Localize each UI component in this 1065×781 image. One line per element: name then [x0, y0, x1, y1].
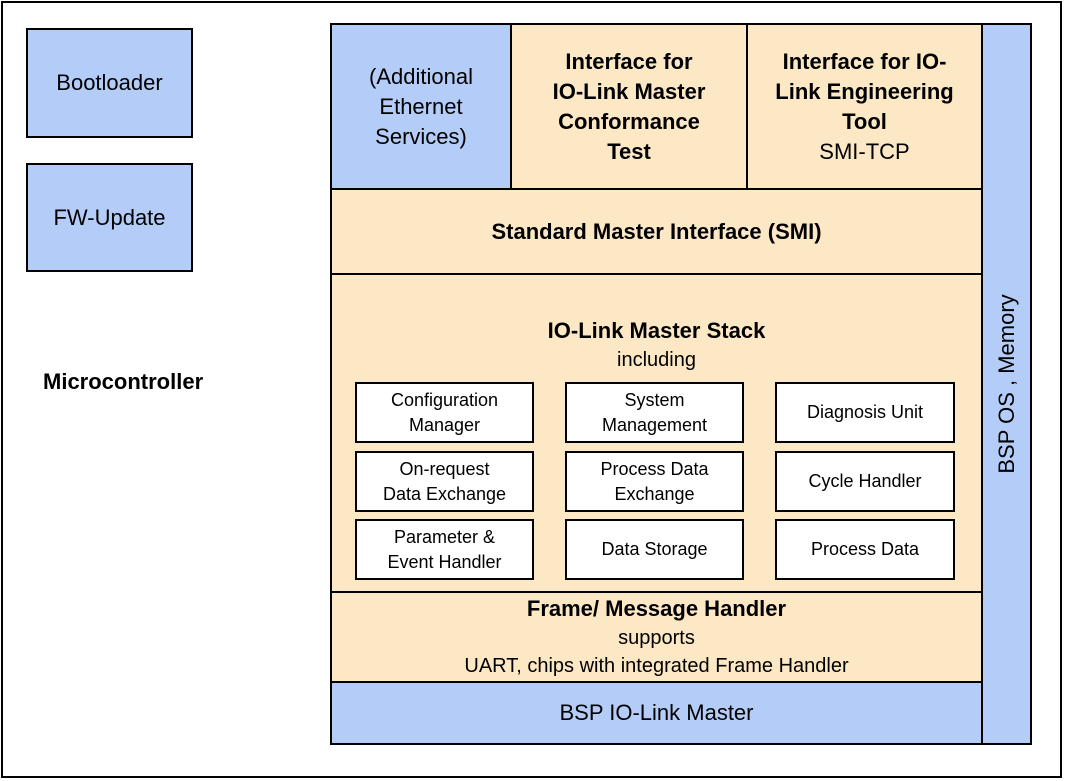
module-text: Diagnosis Unit	[806, 402, 924, 422]
bsp-os-memory-box: BSP OS , Memory	[981, 23, 1032, 745]
fw-update-box: FW-Update	[26, 163, 193, 272]
stack-title: IO-Link Master Stack	[547, 318, 766, 343]
module-configuration-manager: Configuration Manager	[355, 382, 534, 443]
bootloader-box: Bootloader	[26, 28, 193, 138]
smi-box: Standard Master Interface (SMI)	[330, 188, 983, 275]
module-text: Management	[601, 414, 708, 435]
module-process-data-exchange: Process Data Exchange	[565, 451, 744, 512]
bsp-os-memory-label: BSP OS , Memory	[993, 294, 1019, 474]
module-text: Cycle Handler	[808, 471, 922, 491]
module-text: Event Handler	[387, 551, 502, 572]
stack-subtitle: including	[617, 349, 696, 371]
module-text: Data Storage	[601, 539, 708, 559]
engineering-tool-subtitle: SMI-TCP	[819, 138, 910, 164]
module-text: Manager	[408, 414, 481, 435]
bsp-io-link-master-label: BSP IO-Link Master	[559, 700, 754, 725]
conformance-test-line-2: IO-Link Master	[552, 78, 706, 104]
smi-label: Standard Master Interface (SMI)	[491, 218, 822, 244]
engineering-tool-line-3: Tool	[842, 108, 887, 134]
frame-handler-line-2: UART, chips with integrated Frame Handle…	[464, 655, 849, 677]
conformance-test-line-3: Conformance	[558, 108, 700, 134]
conformance-test-line-1: Interface for	[565, 48, 693, 74]
module-text: Exchange	[614, 483, 695, 504]
module-parameter-event-handler: Parameter & Event Handler	[355, 519, 534, 580]
engineering-tool-box: Interface for IO- Link Engineering Tool …	[746, 23, 983, 190]
engineering-tool-line-2: Link Engineering	[775, 78, 954, 104]
bootloader-label: Bootloader	[56, 70, 163, 95]
module-text: Data Exchange	[382, 483, 507, 504]
module-text: System	[624, 389, 685, 410]
module-cycle-handler: Cycle Handler	[775, 451, 955, 512]
module-system-management: System Management	[565, 382, 744, 443]
module-text: Parameter &	[393, 526, 496, 547]
module-diagnosis-unit: Diagnosis Unit	[775, 382, 955, 443]
conformance-test-box: Interface for IO-Link Master Conformance…	[510, 23, 748, 190]
bsp-io-link-master-box: BSP IO-Link Master	[330, 681, 983, 745]
fw-update-label: FW-Update	[53, 204, 166, 230]
ethernet-services-line-1: (Additional	[369, 63, 473, 89]
module-text: Process Data	[600, 458, 709, 479]
engineering-tool-line-1: Interface for IO-	[782, 48, 947, 74]
module-process-data: Process Data	[775, 519, 955, 580]
frame-handler-title: Frame/ Message Handler	[526, 596, 787, 621]
module-text: Configuration	[390, 389, 499, 410]
ethernet-services-line-2: Ethernet	[379, 93, 463, 119]
module-text: On-request	[399, 458, 490, 479]
frame-handler-line-1: supports	[618, 627, 695, 649]
ethernet-services-line-3: Services)	[375, 123, 467, 149]
module-text: Process Data	[810, 539, 920, 559]
conformance-test-line-4: Test	[607, 138, 651, 164]
module-on-request-data-exchange: On-request Data Exchange	[355, 451, 534, 512]
module-data-storage: Data Storage	[565, 519, 744, 580]
ethernet-services-box: (Additional Ethernet Services)	[330, 23, 512, 190]
microcontroller-label: Microcontroller	[43, 369, 204, 394]
frame-handler-box: Frame/ Message Handler supports UART, ch…	[330, 591, 983, 683]
